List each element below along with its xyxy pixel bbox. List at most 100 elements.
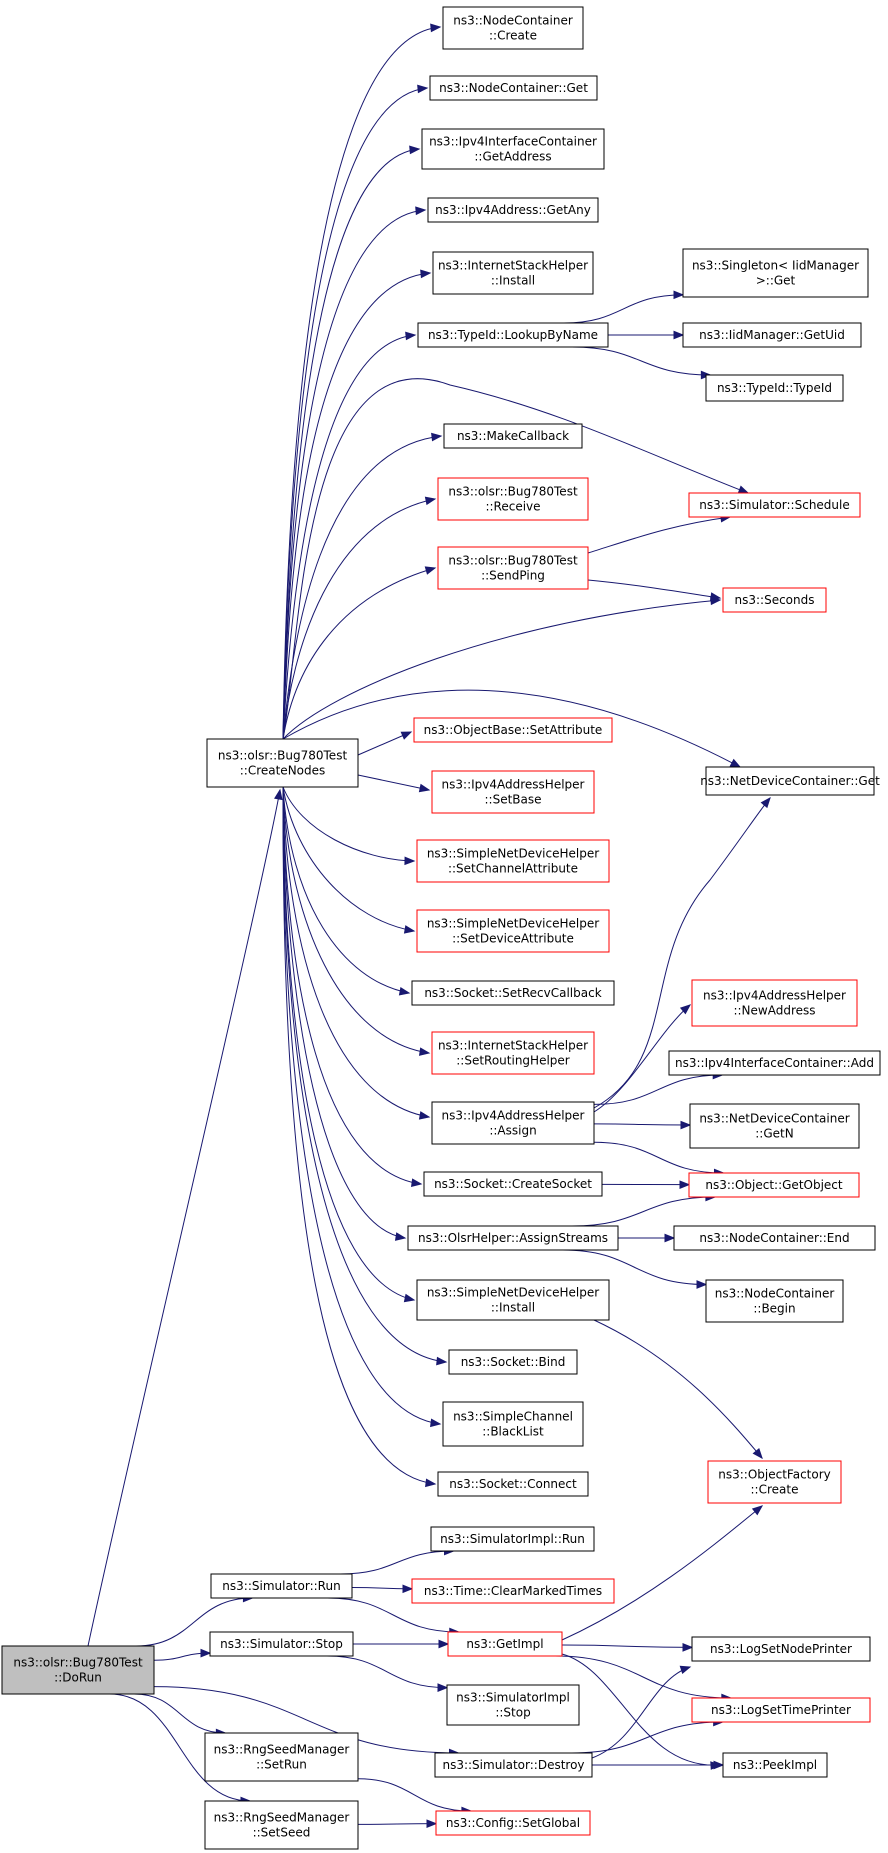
node-set-channel-attribute[interactable]: ns3::SimpleNetDeviceHelper::SetChannelAt…: [416, 839, 610, 883]
node-seconds[interactable]: ns3::Seconds: [722, 587, 827, 613]
node-do-run[interactable]: ns3::olsr::Bug780Test::DoRun: [1, 1645, 155, 1695]
node-box: [411, 1578, 615, 1604]
node-ndcget[interactable]: ns3::NetDeviceContainer::Get: [700, 766, 880, 796]
edge-CreateNodes-to-LookupByName: [282, 331, 417, 740]
node-label: ns3::Socket::CreateSocket: [434, 1177, 592, 1191]
node-box: [427, 197, 599, 223]
node-box: [206, 738, 359, 788]
node-label: ns3::Time::ClearMarkedTimes: [424, 1584, 602, 1598]
node-label: ns3::SimpleChannel: [453, 1410, 573, 1424]
node-get-object[interactable]: ns3::Object::GetObject: [688, 1172, 860, 1198]
node-nccreate[interactable]: ns3::NodeContainer::Create: [442, 6, 584, 50]
node-label: ns3::olsr::Bug780Test: [13, 1656, 143, 1670]
node-box: [430, 1526, 595, 1552]
node-singleton-get[interactable]: ns3::Singleton< IidManager>::Get: [682, 248, 869, 298]
node-log-set-time-printer[interactable]: ns3::LogSetTimePrinter: [691, 1697, 871, 1723]
node-create-nodes[interactable]: ns3::olsr::Bug780Test::CreateNodes: [206, 738, 359, 788]
node-iaget-any[interactable]: ns3::Ipv4Address::GetAny: [427, 197, 599, 223]
node-black-list[interactable]: ns3::SimpleChannel::BlackList: [442, 1401, 584, 1447]
node-label: ::Receive: [485, 500, 540, 514]
node-ncget[interactable]: ns3::NodeContainer::Get: [429, 75, 598, 101]
node-send-ping[interactable]: ns3::olsr::Bug780Test::SendPing: [437, 546, 589, 590]
edge-DoRun-to-SimStop: [153, 1648, 212, 1661]
edge-CreateNodes-to-SetDeviceAttribute: [282, 786, 416, 934]
node-receive[interactable]: ns3::olsr::Bug780Test::Receive: [437, 477, 589, 521]
edge-RngSetSeed-to-ConfigSetGlobal: [357, 1819, 438, 1829]
node-box: [442, 1401, 584, 1447]
node-label: ns3::SimpleNetDeviceHelper: [427, 847, 599, 861]
node-label: ::Create: [489, 29, 537, 43]
node-box: [673, 1225, 876, 1251]
node-box: [705, 374, 844, 402]
node-label: ::SendPing: [481, 569, 545, 583]
node-rng-set-seed[interactable]: ns3::RngSeedManager::SetSeed: [204, 1800, 359, 1850]
edge-AssignStreams-to-GetObject: [572, 1192, 717, 1227]
node-label: ns3::RngSeedManager: [214, 1743, 350, 1757]
node-set-base[interactable]: ns3::Ipv4AddressHelper::SetBase: [431, 770, 595, 814]
node-box: [204, 1732, 359, 1782]
node-label: ns3::ObjectFactory: [718, 1468, 831, 1482]
node-config-set-global[interactable]: ns3::Config::SetGlobal: [435, 1810, 591, 1836]
edge-IAHAssign-to-IICAdd: [593, 1070, 724, 1105]
node-rng-set-run[interactable]: ns3::RngSeedManager::SetRun: [204, 1732, 359, 1782]
node-label: ::SetRoutingHelper: [456, 1054, 570, 1068]
node-ncend[interactable]: ns3::NodeContainer::End: [673, 1225, 876, 1251]
edge-SimDestroy-to-LogSetNodePrinter: [591, 1665, 692, 1759]
node-sim-stop[interactable]: ns3::Simulator::Stop: [209, 1631, 354, 1657]
node-label: ::CreateNodes: [240, 764, 326, 778]
node-box: [682, 322, 862, 348]
node-label: ns3::MakeCallback: [457, 429, 569, 443]
node-peek-impl[interactable]: ns3::PeekImpl: [722, 1752, 828, 1778]
edge-SimDestroy-to-PeekImpl: [592, 1760, 725, 1770]
node-set-routing-helper[interactable]: ns3::InternetStackHelper::SetRoutingHelp…: [431, 1031, 595, 1075]
node-box: [437, 1471, 589, 1497]
node-log-set-node-printer[interactable]: ns3::LogSetNodePrinter: [691, 1636, 871, 1662]
node-iicadd[interactable]: ns3::Ipv4InterfaceContainer::Add: [668, 1050, 881, 1076]
node-label: ns3::LogSetTimePrinter: [711, 1703, 851, 1717]
edge-CreateNodes-to-SetRecvCallback: [282, 786, 411, 996]
node-box: [416, 839, 610, 883]
node-type-id-type-id[interactable]: ns3::TypeId::TypeId: [705, 374, 844, 402]
node-set-recv-callback[interactable]: ns3::Socket::SetRecvCallback: [411, 980, 615, 1006]
node-get-impl[interactable]: ns3::GetImpl: [447, 1631, 563, 1657]
node-set-attribute[interactable]: ns3::ObjectBase::SetAttribute: [413, 717, 613, 743]
node-label: ns3::Simulator::Run: [222, 1579, 340, 1593]
node-label: ns3::Ipv4InterfaceContainer: [429, 135, 597, 149]
node-sim-impl-stop[interactable]: ns3::SimulatorImpl::Stop: [446, 1684, 580, 1726]
node-box: [432, 251, 594, 295]
node-get-uid[interactable]: ns3::IidManager::GetUid: [682, 322, 862, 348]
node-sim-run[interactable]: ns3::Simulator::Run: [210, 1573, 353, 1599]
edge-CreateNodes-to-NDCGet: [282, 689, 742, 768]
edge-CreateNodes-to-CreateSocket: [282, 786, 423, 1187]
node-sndhinstall[interactable]: ns3::SimpleNetDeviceHelper::Install: [416, 1279, 610, 1321]
node-iicget-address[interactable]: ns3::Ipv4InterfaceContainer::GetAddress: [421, 128, 605, 170]
edge-CreateNodes-to-SetAttribute: [357, 731, 413, 756]
node-ndcget-n[interactable]: ns3::NetDeviceContainer::GetN: [689, 1103, 860, 1149]
node-ishinstall[interactable]: ns3::InternetStackHelper::Install: [432, 251, 594, 295]
node-sim-destroy[interactable]: ns3::Simulator::Destroy: [434, 1752, 593, 1778]
node-ncbegin[interactable]: ns3::NodeContainer::Begin: [705, 1279, 844, 1323]
node-label: >::Get: [756, 274, 796, 288]
node-new-address[interactable]: ns3::Ipv4AddressHelper::NewAddress: [691, 979, 858, 1027]
node-box: [442, 6, 584, 50]
node-assign-streams[interactable]: ns3::OlsrHelper::AssignStreams: [407, 1225, 619, 1251]
node-socket-bind[interactable]: ns3::Socket::Bind: [448, 1349, 578, 1375]
node-label: ::Install: [491, 274, 535, 288]
node-set-device-attribute[interactable]: ns3::SimpleNetDeviceHelper::SetDeviceAtt…: [416, 909, 610, 953]
edge-LookupByName-to-GetUid: [608, 330, 685, 340]
node-box: [1, 1645, 155, 1695]
node-schedule[interactable]: ns3::Simulator::Schedule: [688, 492, 861, 518]
node-create-socket[interactable]: ns3::Socket::CreateSocket: [423, 1171, 603, 1197]
node-lookup-by-name[interactable]: ns3::TypeId::LookupByName: [417, 322, 609, 348]
node-label: ::Assign: [489, 1124, 536, 1138]
node-ofcreate[interactable]: ns3::ObjectFactory::Create: [707, 1460, 842, 1504]
node-box: [682, 248, 869, 298]
edge-SimStop-to-GetImpl: [352, 1639, 450, 1649]
node-socket-connect[interactable]: ns3::Socket::Connect: [437, 1471, 589, 1497]
node-sim-impl-run[interactable]: ns3::SimulatorImpl::Run: [430, 1526, 595, 1552]
node-iahassign[interactable]: ns3::Ipv4AddressHelper::Assign: [431, 1101, 595, 1145]
node-make-callback[interactable]: ns3::MakeCallback: [443, 423, 583, 449]
edge-SimStop-to-SimImplStop: [327, 1655, 449, 1692]
node-clear-marked-times[interactable]: ns3::Time::ClearMarkedTimes: [411, 1578, 615, 1604]
node-box: [448, 1349, 578, 1375]
